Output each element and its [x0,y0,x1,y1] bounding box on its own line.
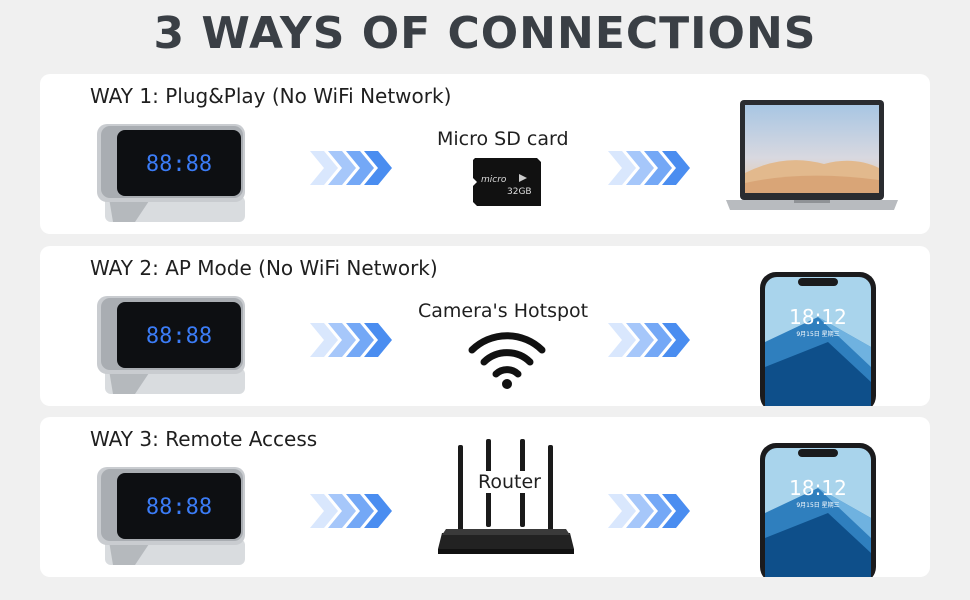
way-1-panel: WAY 1: Plug&Play (No WiFi Network) 88:88… [40,74,930,234]
clock-digits: 88:88 [146,495,212,520]
camera-clock-icon: 88:88 [97,467,245,565]
svg-text:18:12: 18:12 [789,305,847,329]
way-3-label: WAY 3: Remote Access [90,427,318,451]
clock-digits: 88:88 [146,152,212,177]
way-3-panel: WAY 3: Remote Access 88:88 Router [40,417,930,577]
arrow-right-icon [608,151,690,185]
arrow-right-icon [310,494,392,528]
arrow-right-icon [310,151,392,185]
svg-text:9月15日 星期三: 9月15日 星期三 [796,330,839,338]
arrow-right-icon [608,323,690,357]
svg-text:9月15日 星期三: 9月15日 星期三 [796,501,839,509]
arrow-right-icon [608,494,690,528]
micro-sd-card-icon: micro 32GB [473,158,541,206]
clock-digits: 88:88 [146,324,212,349]
way-1-label: WAY 1: Plug&Play (No WiFi Network) [90,84,452,108]
arrow-right-icon [310,323,392,357]
page-title: 3 WAYS OF CONNECTIONS [153,8,817,59]
svg-text:micro: micro [481,175,507,185]
svg-text:18:12: 18:12 [789,476,847,500]
way-1-middle-label: Micro SD card [437,128,569,150]
laptop-icon [726,100,898,210]
smartphone-icon: 18:12 9月15日 星期三 [760,272,876,406]
way-2-panel: WAY 2: AP Mode (No WiFi Network) 88:88 C… [40,246,930,406]
camera-clock-icon: 88:88 [97,296,245,394]
way-3-middle-label: Router [476,471,543,493]
svg-text:32GB: 32GB [507,187,532,197]
smartphone-icon: 18:12 9月15日 星期三 [760,443,876,577]
way-2-label: WAY 2: AP Mode (No WiFi Network) [90,256,438,280]
way-2-middle-label: Camera's Hotspot [418,300,589,322]
wifi-icon [468,332,546,389]
router-icon [438,439,574,554]
camera-clock-icon: 88:88 [97,124,245,222]
